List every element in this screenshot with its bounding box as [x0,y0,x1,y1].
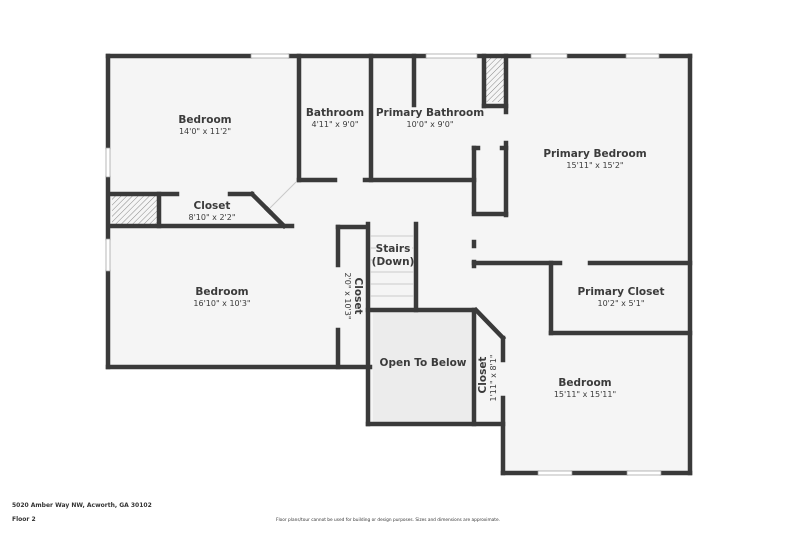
room-dimensions: 15'11" x 15'2" [566,161,623,170]
walls [105,53,693,476]
room-dimensions: 14'0" x 11'2" [179,127,231,136]
room-name: Closet [477,357,489,394]
property-address: 5020 Amber Way NW, Acworth, GA 30102 [12,502,152,509]
room-dimensions: 16'10" x 10'3" [193,299,250,308]
floor-label: Floor 2 [12,516,36,523]
room-dimensions: 2'0" x 10'3" [343,272,352,319]
room-name: Open To Below [380,357,467,369]
room-name: Stairs [376,243,411,255]
hatched-chase [486,58,504,102]
room-name: (Down) [372,256,415,268]
hatched-chase [112,196,158,224]
room-dimensions: 4'11" x 9'0" [311,120,358,129]
room-dimensions: 10'2" x 5'1" [597,299,644,308]
windows [105,53,662,476]
room-dimensions: 1'11" x 8'1" [489,354,498,401]
disclaimer: Floor plans/tour cannot be used for buil… [276,518,500,523]
room-name: Closet [194,200,231,212]
open-to-below-area [373,312,473,422]
room-name: Closet [352,278,364,315]
room-name: Primary Bedroom [543,148,646,160]
room-dimensions: 15'11" x 15'11" [554,390,616,399]
door-openings [269,181,297,209]
room-name: Bedroom [178,114,231,126]
room-dimensions: 8'10" x 2'2" [188,213,235,222]
room-labels: Bedroom 14'0" x 11'2" Bathroom 4'11" x 9… [178,107,664,402]
room-name: Primary Bathroom [376,107,484,119]
room-name: Primary Closet [577,286,664,298]
room-dimensions: 10'0" x 9'0" [406,120,453,129]
room-name: Bedroom [558,377,611,389]
room-name: Bathroom [306,107,364,119]
room-name: Bedroom [195,286,248,298]
